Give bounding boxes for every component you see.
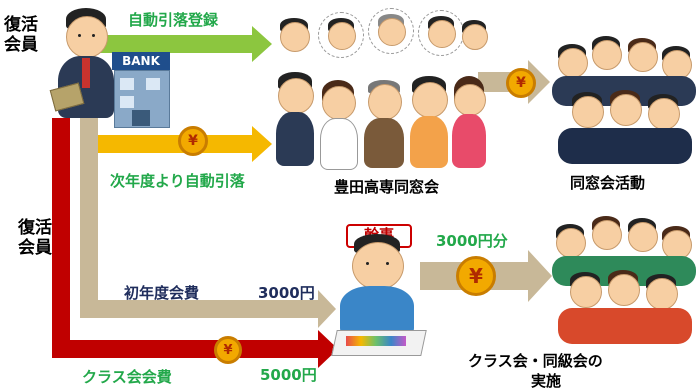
yen-coin-icon: ¥ <box>214 336 242 364</box>
share-amount-label: 3000円分 <box>436 232 508 250</box>
yen-coin-icon: ¥ <box>178 126 208 156</box>
bank-sign: BANK <box>112 52 170 70</box>
organizer-illustration: 幹事 <box>330 220 427 360</box>
yen-coin-icon: ¥ <box>506 68 536 98</box>
class-reunion-label-line2: 実施 <box>531 372 562 390</box>
first-year-amount-label: 3000円 <box>258 284 315 302</box>
class-fee-arrow <box>52 118 338 368</box>
from-next-year-label: 次年度より自動引落 <box>110 172 245 190</box>
class-reunion-label: クラス会・同級会の <box>468 352 603 370</box>
first-year-fee-arrow <box>80 118 336 328</box>
alumni-activities-crowd-illustration <box>552 36 696 166</box>
member-with-money-illustration <box>49 6 118 126</box>
bank-building-icon: BANK <box>112 52 170 128</box>
alumni-group-illustration <box>276 6 488 174</box>
class-reunion-crowd-illustration <box>552 214 696 346</box>
class-amount-label: 5000円 <box>260 366 317 384</box>
yen-coin-icon: ¥ <box>456 256 496 296</box>
class-fee-label: クラス会会費 <box>82 368 172 386</box>
first-year-fee-label: 初年度会費 <box>124 284 200 302</box>
revived-member-label-side: 復活 会員 <box>18 218 52 259</box>
auto-debit-registration-label: 自動引落登録 <box>128 11 219 29</box>
alumni-activities-label: 同窓会活動 <box>570 174 646 192</box>
toyota-alumni-label: 豊田高専同窓会 <box>334 178 440 196</box>
revived-member-label-top: 復活 会員 <box>4 15 38 55</box>
